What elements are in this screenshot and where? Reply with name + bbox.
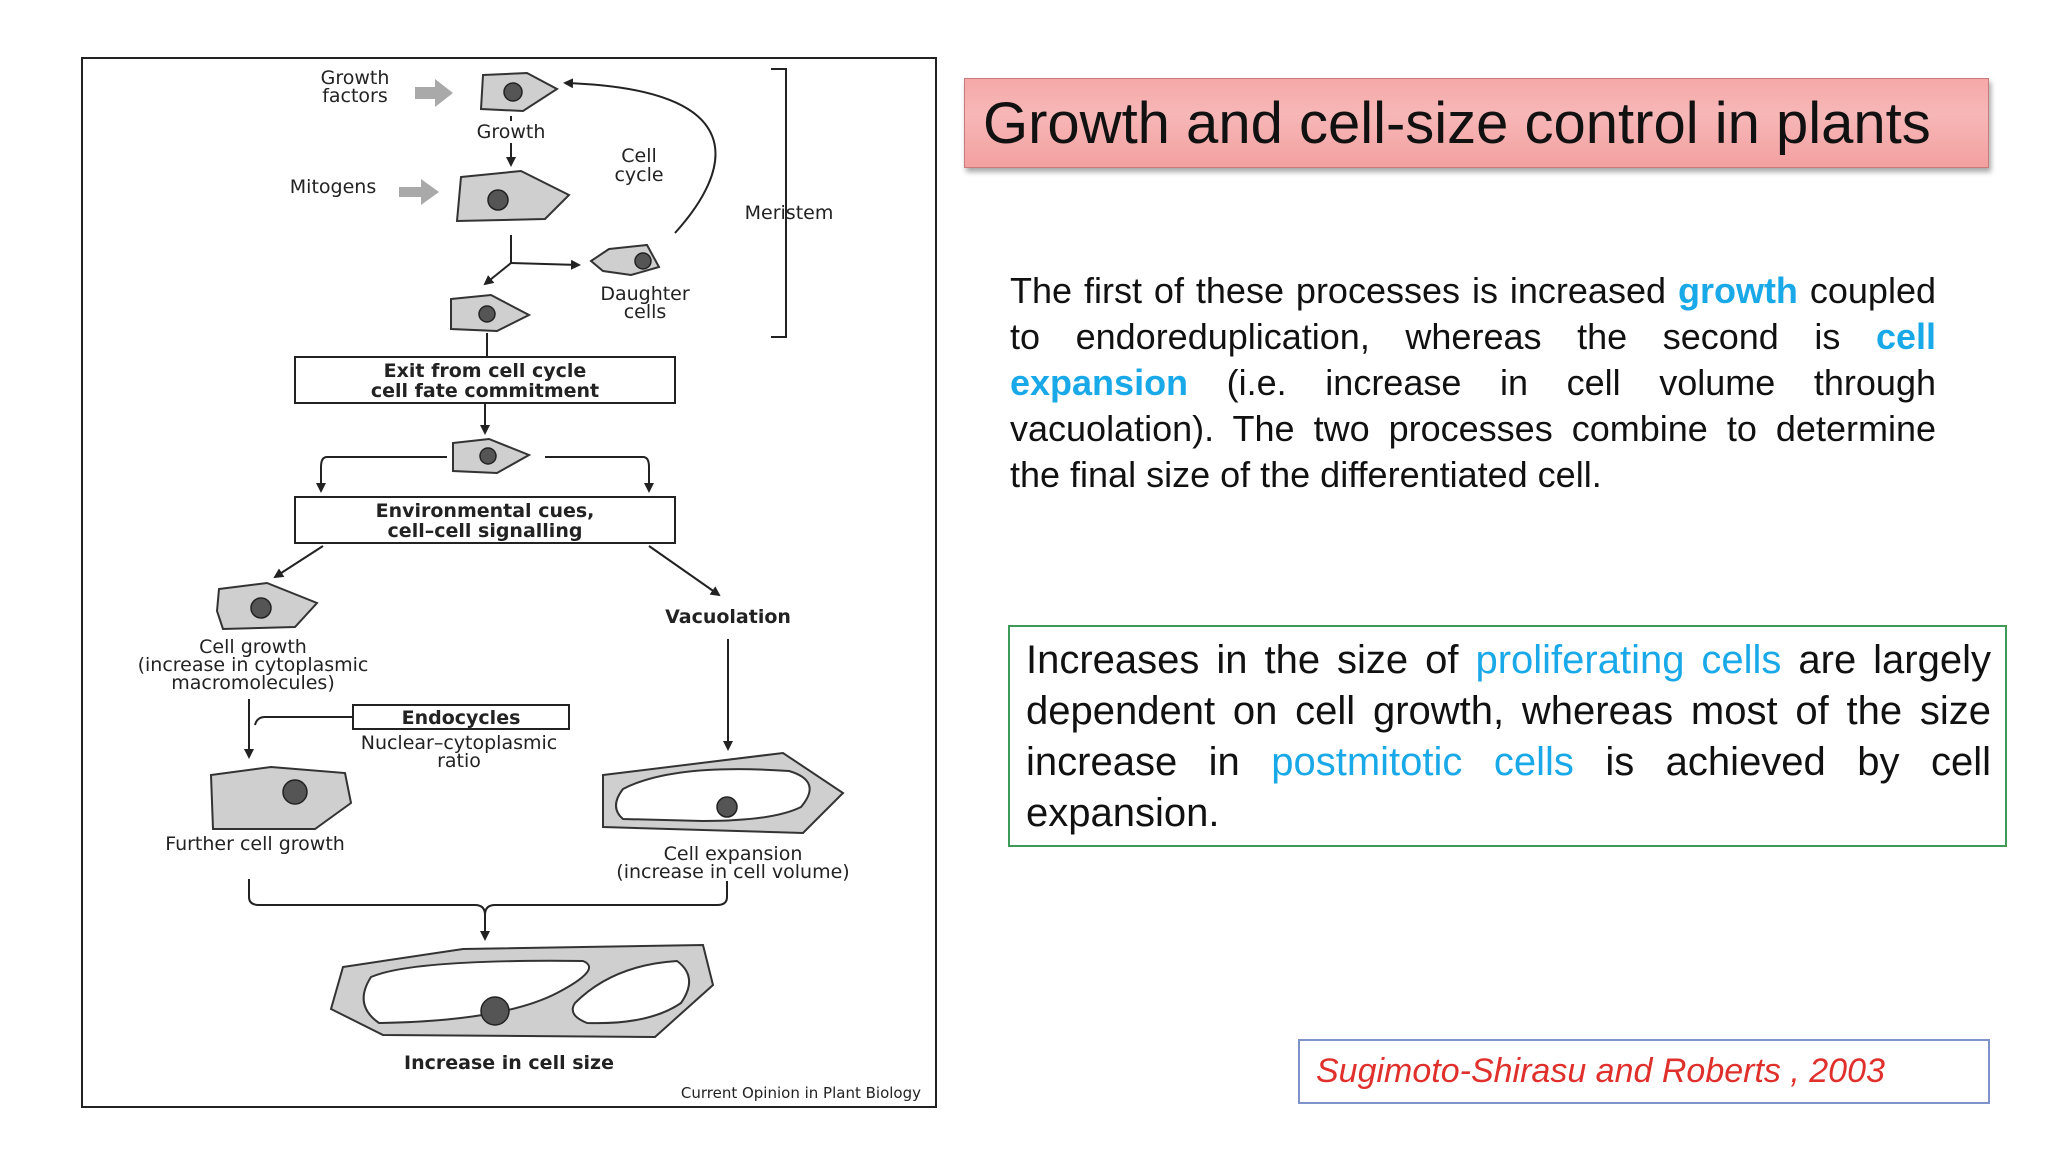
label-cell-cycle-1: Cell bbox=[621, 145, 657, 167]
label-cell-growth-2: (increase in cytoplasmic bbox=[138, 654, 369, 676]
cell-further-growth bbox=[209, 765, 353, 830]
label-vacuolation: Vacuolation bbox=[665, 606, 791, 628]
highlight-cell-expansion: cell expansion bbox=[1010, 316, 1936, 403]
label-exit-2: cell fate commitment bbox=[371, 380, 599, 402]
citation: Sugimoto-Shirasu and Roberts , 2003 bbox=[1316, 1052, 1885, 1090]
label-cell-growth-1: Cell growth bbox=[199, 636, 307, 658]
label-further-growth: Further cell growth bbox=[165, 833, 345, 855]
label-nc-ratio-2: ratio bbox=[437, 750, 481, 772]
para1-text-2: coupled to endoreduplication, whereas th… bbox=[1010, 270, 1936, 357]
label-cell-growth-3: macromolecules) bbox=[171, 672, 335, 694]
environmental-cues-box bbox=[294, 496, 676, 544]
division-arrow-left bbox=[483, 262, 512, 286]
nucleus bbox=[480, 996, 510, 1026]
source-label: Current Opinion in Plant Biology bbox=[681, 1084, 921, 1102]
growth-factors-arrow bbox=[415, 79, 453, 107]
vacuole-left bbox=[362, 959, 590, 1025]
label-growth-factors-1: Growth bbox=[321, 67, 390, 89]
paragraph-processes: The first of these processes is increase… bbox=[1010, 268, 1936, 498]
mitogens-arrow bbox=[399, 179, 439, 205]
cell-cycle-arrow bbox=[563, 78, 717, 234]
env-arrow-left bbox=[273, 545, 324, 579]
label-daughter-1: Daughter bbox=[600, 283, 690, 305]
paragraph-summary: Increases in the size of proliferating c… bbox=[1026, 635, 1991, 839]
nucleus bbox=[479, 447, 497, 465]
nucleus bbox=[716, 796, 738, 818]
label-growth-factors-2: factors bbox=[322, 85, 388, 107]
label-daughter-2: cells bbox=[624, 301, 667, 323]
nucleus bbox=[634, 252, 652, 270]
exit-cell-cycle-box bbox=[294, 356, 676, 404]
label-cell-cycle-2: cycle bbox=[614, 164, 663, 186]
merge-arrow-left bbox=[248, 879, 486, 935]
highlight-growth: growth bbox=[1677, 270, 1798, 311]
branch-arrow-left bbox=[316, 456, 447, 493]
nucleus bbox=[282, 779, 308, 805]
nucleus bbox=[478, 305, 496, 323]
vacuole bbox=[615, 768, 811, 823]
slide-title: Growth and cell-size control in plants bbox=[983, 90, 1931, 156]
label-nc-ratio-1: Nuclear–cytoplasmic bbox=[361, 732, 558, 754]
vacuole-right bbox=[571, 959, 690, 1025]
citation-box: Sugimoto-Shirasu and Roberts , 2003 bbox=[1298, 1039, 1990, 1104]
label-exit-1: Exit from cell cycle bbox=[384, 360, 587, 382]
highlight-proliferating: proliferating cells bbox=[1475, 638, 1782, 682]
label-increase-size: Increase in cell size bbox=[404, 1052, 614, 1074]
nucleus bbox=[250, 597, 272, 619]
label-growth: Growth bbox=[477, 121, 546, 143]
division-arrow-right bbox=[510, 259, 581, 270]
para2-text-3: is achieved by cell expansion. bbox=[1026, 740, 1991, 835]
endocycle-connector bbox=[254, 716, 353, 726]
para2-text-2: are largely dependent on cell growth, wh… bbox=[1026, 638, 1991, 784]
summary-box: Increases in the size of proliferating c… bbox=[1008, 625, 2007, 847]
nucleus bbox=[487, 189, 509, 211]
para1-text-1: The first of these processes is increase… bbox=[1010, 270, 1678, 311]
cell-size-diagram: Growth factors Growth Cell cycle Meriste… bbox=[81, 57, 937, 1108]
label-meristem: Meristem bbox=[745, 202, 834, 224]
slide-title-box: Growth and cell-size control in plants bbox=[964, 78, 1989, 168]
nucleus bbox=[503, 82, 523, 102]
label-env-1: Environmental cues, bbox=[376, 500, 595, 522]
highlight-postmitotic: postmitotic cells bbox=[1271, 740, 1574, 784]
label-mitogens: Mitogens bbox=[290, 176, 376, 198]
label-expansion-2: (increase in cell volume) bbox=[616, 861, 849, 883]
label-env-2: cell–cell signalling bbox=[388, 520, 583, 542]
diagram-svg: Growth factors Growth Cell cycle Meriste… bbox=[138, 67, 921, 1102]
para1-text-3: (i.e. increase in cell volume through va… bbox=[1010, 362, 1936, 495]
meristem-bracket bbox=[771, 68, 787, 338]
branch-arrow-right bbox=[545, 456, 654, 493]
env-arrow-right bbox=[648, 545, 721, 597]
label-expansion-1: Cell expansion bbox=[664, 843, 803, 865]
merge-arrow-right bbox=[484, 881, 728, 916]
para2-text-1: Increases in the size of bbox=[1026, 638, 1476, 682]
cell-mitogen bbox=[455, 169, 571, 223]
label-endocycles: Endocycles bbox=[402, 707, 521, 729]
